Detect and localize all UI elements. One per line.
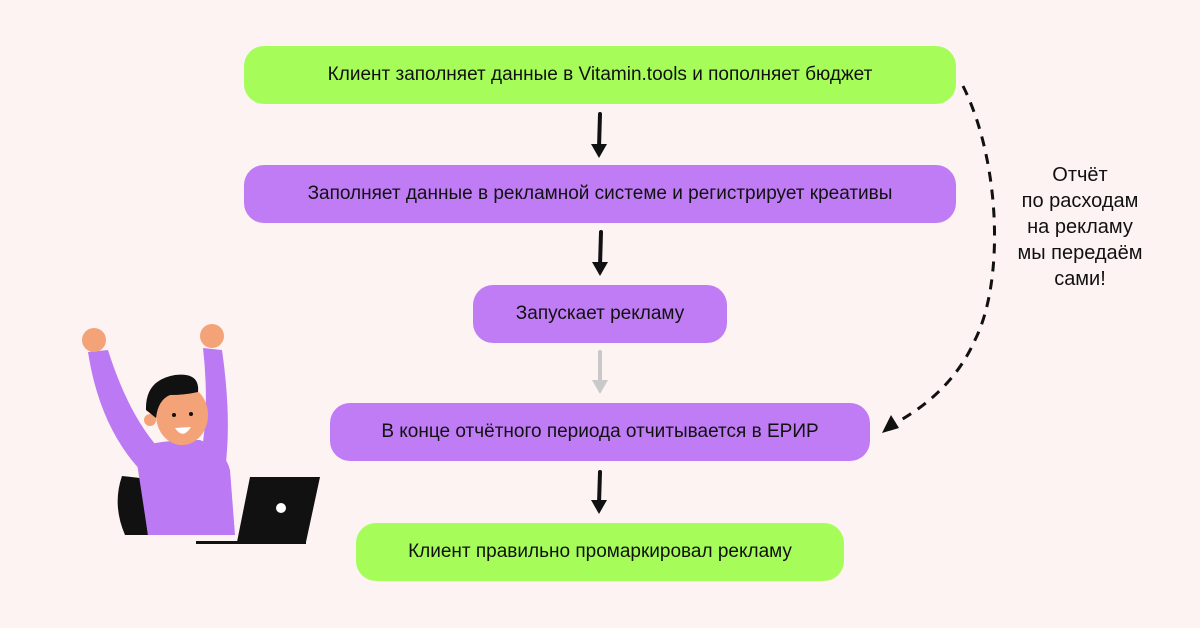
note-line: по расходам	[1021, 190, 1139, 212]
step-2-label: Заполняет данные в рекламной системе и р…	[307, 183, 893, 204]
note-line: на рекламу	[1027, 216, 1133, 238]
step-1-box: Клиент заполняет данные в Vitamin.tools …	[244, 46, 956, 104]
step-3-label: Запускает рекламу	[515, 303, 685, 324]
step-3-box: Запускает рекламу	[473, 285, 727, 343]
step-2-box: Заполняет данные в рекламной системе и р…	[244, 165, 956, 223]
step-4-box: В конце отчётного периода отчитывается в…	[330, 403, 870, 461]
note-line: сами!	[1054, 268, 1106, 290]
step-1-label: Клиент заполняет данные в Vitamin.tools …	[327, 64, 873, 85]
arrow-1-to-2	[591, 112, 607, 158]
arrow-2-to-3	[592, 230, 608, 276]
step-4-label: В конце отчётного периода отчитывается в…	[381, 421, 819, 442]
arrow-3-to-4	[592, 350, 608, 394]
report-note: Отчёт по расходам на рекламу мы передаём…	[990, 162, 1170, 292]
dashed-report-arrow	[882, 85, 996, 433]
celebrating-person-illustration	[82, 324, 320, 544]
note-line: Отчёт	[1052, 164, 1108, 186]
step-5-label: Клиент правильно промаркировал рекламу	[408, 541, 792, 562]
note-line: мы передаём	[1017, 242, 1143, 264]
step-5-box: Клиент правильно промаркировал рекламу	[356, 523, 844, 581]
arrow-4-to-5	[591, 470, 607, 514]
